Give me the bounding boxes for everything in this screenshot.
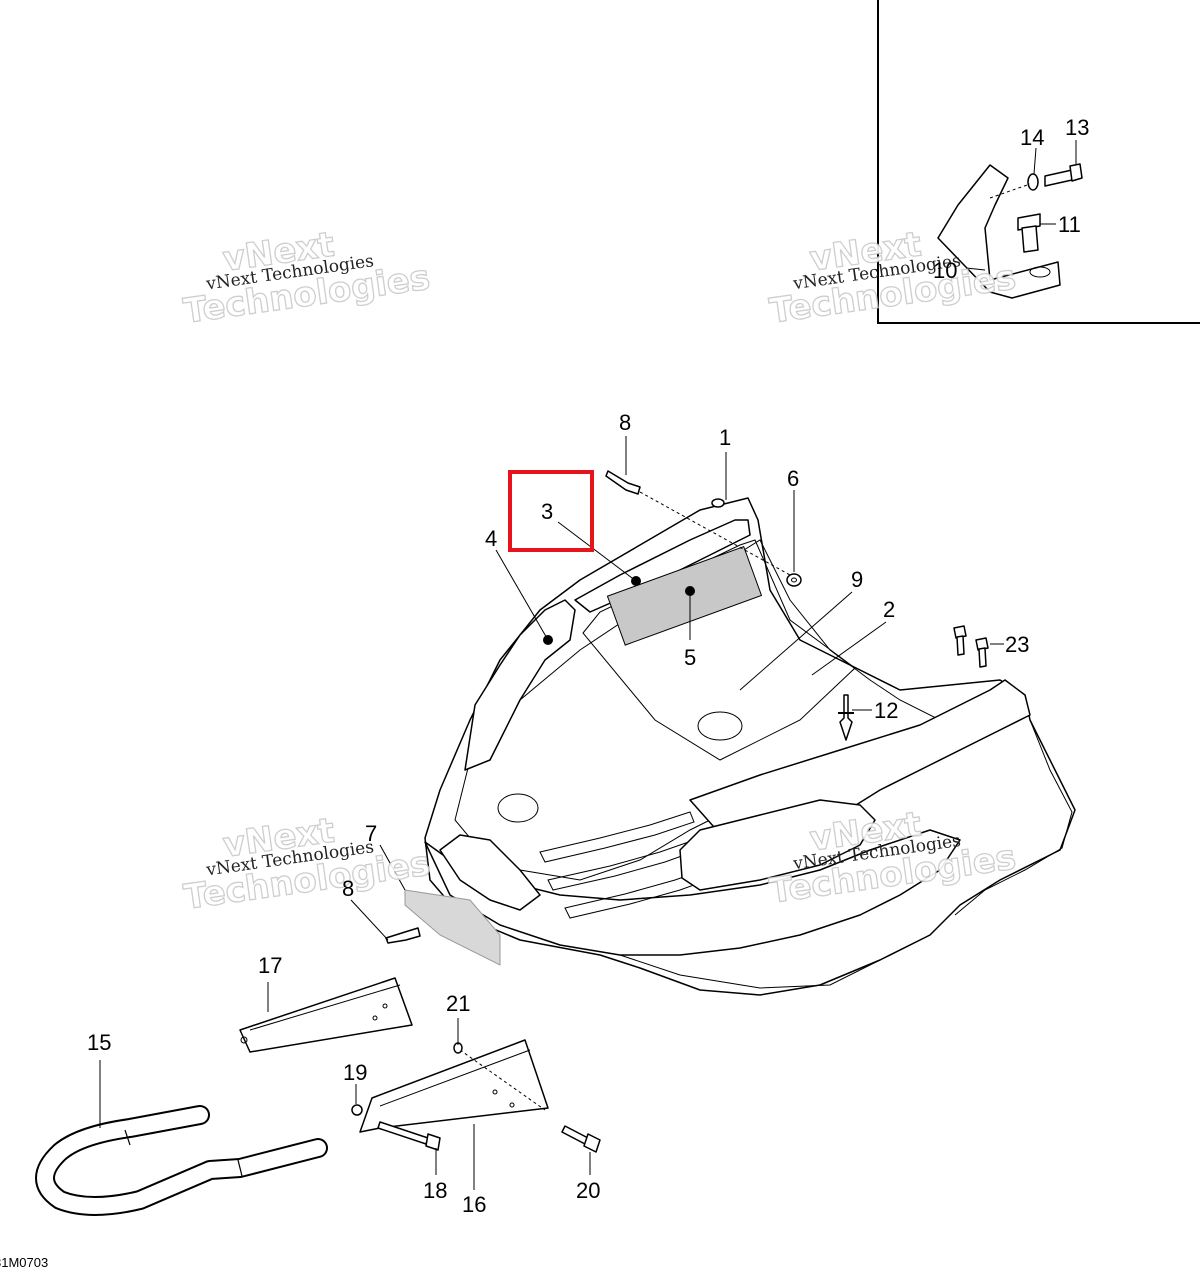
bumper-tube-15 (35, 1105, 328, 1216)
callout-16[interactable]: 16 (462, 1192, 486, 1217)
callout-5[interactable]: 5 (684, 645, 696, 670)
watermark-1: vNext Technologies vNext Technologies (181, 224, 433, 332)
callout-9[interactable]: 9 (851, 567, 863, 592)
washer-6 (786, 573, 802, 587)
screws-23 (953, 625, 989, 668)
callout-1[interactable]: 1 (719, 425, 731, 450)
callout-11[interactable]: 11 (1058, 212, 1081, 237)
callout-14[interactable]: 14 (1020, 125, 1044, 150)
callout-2[interactable]: 2 (883, 597, 895, 622)
watermark-3: vNext Technologies vNext Technologies (181, 810, 433, 918)
bolt-18 (377, 1121, 441, 1151)
callout-3[interactable]: 3 (541, 499, 553, 524)
callout-13[interactable]: 13 (1065, 115, 1089, 140)
bracket-16 (359, 1039, 549, 1133)
callout-23[interactable]: 23 (1005, 632, 1029, 657)
callout-18[interactable]: 18 (423, 1178, 447, 1203)
callout-17[interactable]: 17 (258, 953, 282, 978)
callout-7[interactable]: 7 (365, 821, 377, 846)
callout-20[interactable]: 20 (576, 1178, 600, 1203)
bracket-17 (239, 977, 413, 1053)
rivet-8-bottom (385, 927, 421, 944)
callout-12[interactable]: 12 (874, 698, 898, 723)
bolt-20 (561, 1125, 601, 1153)
callout-8-bottom[interactable]: 8 (342, 876, 354, 901)
mesh-7 (404, 889, 501, 966)
highlight-box-callout-3 (508, 470, 594, 552)
callout-21[interactable]: 21 (446, 991, 470, 1016)
callout-10[interactable]: 10 (933, 258, 957, 283)
callout-8-top[interactable]: 8 (619, 410, 631, 435)
callout-19[interactable]: 19 (343, 1060, 367, 1085)
callout-4[interactable]: 4 (485, 526, 497, 551)
rivet-8-top (605, 470, 791, 576)
callout-6[interactable]: 6 (787, 466, 799, 491)
inset-detail-box (877, 0, 1200, 324)
nose-pan-assembly (424, 497, 1076, 996)
washer-19 (351, 1104, 363, 1116)
callout-15[interactable]: 15 (87, 1030, 111, 1055)
rivet-12 (838, 694, 854, 741)
leader-lines (99, 140, 1077, 1190)
